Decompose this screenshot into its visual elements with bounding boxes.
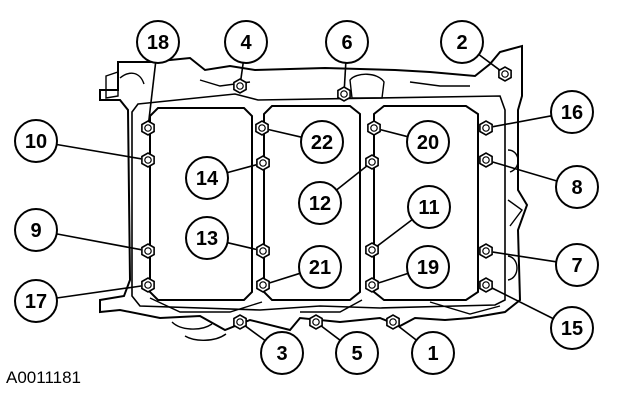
callout-label: 8: [571, 177, 582, 199]
bolt-21: [256, 277, 270, 293]
callout-label: 11: [418, 197, 439, 219]
callout-circles: 18 4 6 2 10 16 22 20 14 8 12 11 9 13 7 21 19 17 15 3 5 1: [14, 20, 599, 375]
leader-line-8: [492, 161, 558, 182]
callout-2: 2: [440, 20, 484, 64]
callout-label: 12: [309, 193, 331, 215]
bolt-heads: [141, 66, 512, 330]
bolt-17: [141, 277, 155, 293]
leader-line-17: [56, 285, 142, 299]
bolt-18: [141, 120, 155, 136]
figure-code: A0011181: [6, 368, 81, 387]
callout-18: 18: [136, 20, 180, 64]
bolt-6: [337, 86, 351, 102]
bolt-7: [479, 243, 493, 259]
callout-label: 13: [196, 228, 218, 250]
callout-label: 22: [311, 132, 333, 154]
callout-20: 20: [406, 120, 450, 164]
leader-line-2: [478, 53, 500, 71]
bolt-19: [365, 277, 379, 293]
callout-16: 16: [550, 90, 594, 134]
callout-label: 21: [309, 257, 331, 279]
bolt-12: [365, 154, 379, 170]
callout-15: 15: [550, 306, 594, 350]
callout-11: 11: [407, 185, 451, 229]
leader-line-6: [343, 62, 347, 88]
callout-1: 1: [411, 331, 455, 375]
callout-label: 19: [417, 257, 439, 279]
callout-label: 9: [30, 220, 41, 242]
bolt-15: [479, 277, 493, 293]
callout-label: 20: [417, 132, 439, 154]
callout-label: 17: [25, 291, 47, 313]
callout-6: 6: [325, 20, 369, 64]
leader-line-5: [321, 325, 341, 341]
leader-line-18: [148, 62, 157, 122]
callout-9: 9: [14, 208, 58, 252]
leader-line-11: [377, 218, 413, 247]
callout-label: 14: [196, 168, 219, 190]
callout-label: 4: [240, 32, 252, 54]
callout-label: 18: [147, 32, 169, 54]
leader-line-20: [380, 129, 408, 138]
callout-5: 5: [335, 331, 379, 375]
callout-22: 22: [300, 120, 344, 164]
bolt-9: [141, 243, 155, 259]
bolt-14: [256, 155, 270, 171]
bolt-5: [309, 314, 323, 330]
leader-line-10: [56, 143, 142, 160]
leader-line-14: [227, 164, 257, 174]
callout-14: 14: [185, 156, 229, 200]
callout-21: 21: [298, 245, 342, 289]
leader-line-13: [227, 241, 257, 251]
bolt-10: [141, 152, 155, 168]
bolt-3: [233, 314, 247, 330]
bolt-1: [386, 314, 400, 330]
callout-13: 13: [185, 216, 229, 260]
leader-line-16: [492, 115, 552, 128]
callout-10: 10: [14, 119, 58, 163]
leader-lines: [56, 53, 558, 342]
bolt-11: [365, 242, 379, 258]
bolt-2: [498, 66, 512, 82]
leader-line-1: [398, 325, 417, 341]
callout-label: 10: [25, 131, 47, 153]
leader-line-9: [56, 233, 142, 251]
callout-19: 19: [406, 245, 450, 289]
callout-label: 1: [427, 343, 438, 365]
callout-7: 7: [555, 243, 599, 287]
callout-label: 3: [276, 343, 287, 365]
leader-line-22: [268, 128, 302, 138]
leader-line-15: [491, 287, 554, 320]
leader-line-4: [240, 62, 244, 80]
callout-17: 17: [14, 279, 58, 323]
callout-4: 4: [224, 20, 268, 64]
callout-label: 2: [456, 32, 467, 54]
callout-label: 5: [351, 343, 362, 365]
callout-label: 15: [561, 318, 583, 340]
callout-label: 16: [561, 102, 583, 124]
bolt-8: [479, 152, 493, 168]
bolt-20: [367, 120, 381, 136]
callout-12: 12: [298, 181, 342, 225]
bolt-4: [233, 78, 247, 94]
bolt-22: [255, 120, 269, 136]
callout-3: 3: [260, 331, 304, 375]
leader-line-21: [269, 272, 301, 284]
leader-line-7: [492, 251, 557, 263]
leader-line-3: [245, 325, 266, 342]
callout-8: 8: [555, 165, 599, 209]
bolt-16: [479, 120, 493, 136]
leader-line-19: [378, 272, 409, 284]
callout-label: 6: [341, 32, 352, 54]
callout-label: 7: [571, 255, 582, 277]
leader-line-12: [336, 165, 367, 191]
bolt-13: [256, 243, 270, 259]
